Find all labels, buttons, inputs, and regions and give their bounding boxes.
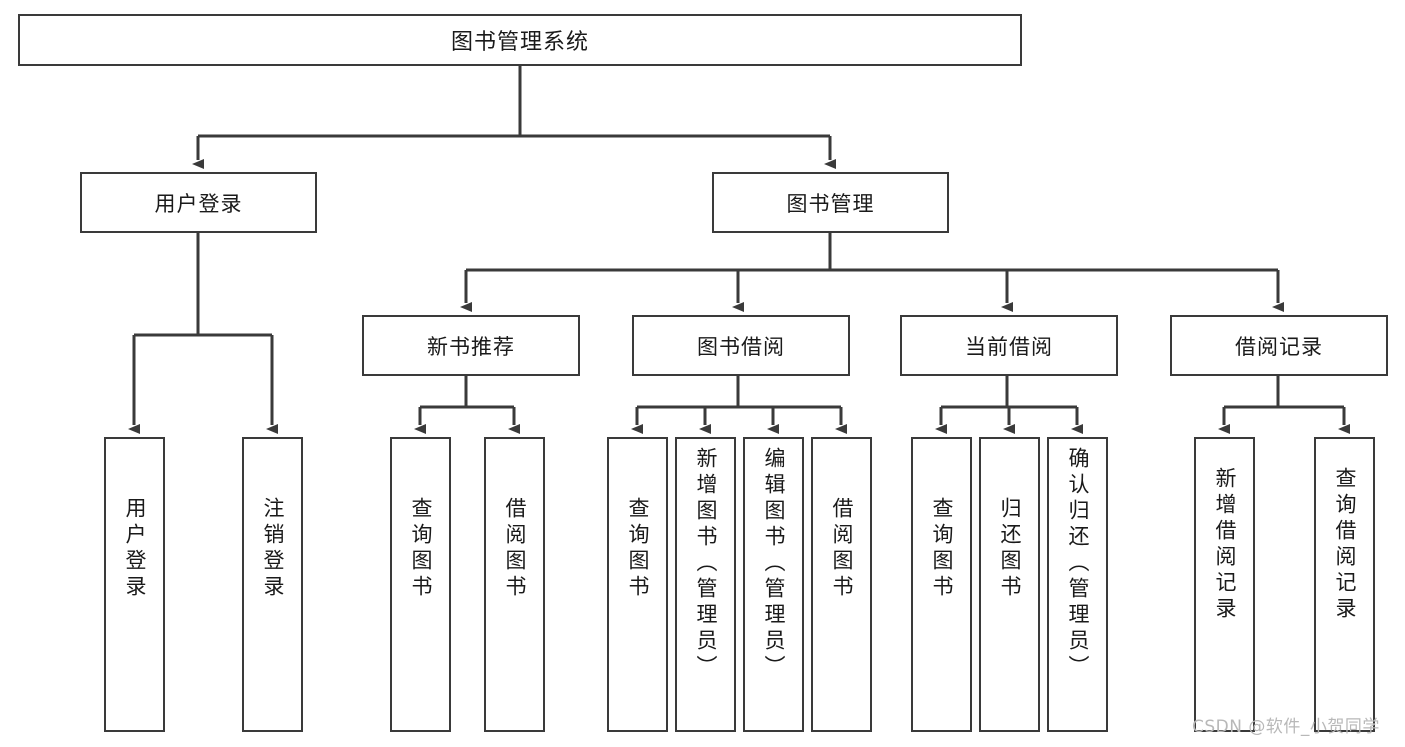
leaf-book-borrow-add[interactable]: 新增图书（管理员） [675,437,736,732]
node-label: 查询图书 [930,497,954,601]
leaf-book-borrow-edit[interactable]: 编辑图书（管理员） [743,437,804,732]
node-label: 查询借阅记录 [1333,467,1357,623]
node-label: 新增借阅记录 [1213,467,1237,623]
node-label: 新书推荐 [427,334,515,359]
leaf-current-borrow-return[interactable]: 归还图书 [979,437,1040,732]
leaf-new-book-borrow[interactable]: 借阅图书 [484,437,545,732]
leaf-book-borrow-borrow[interactable]: 借阅图书 [811,437,872,732]
node-label: 图书管理 [786,191,875,216]
node-label: 图书借阅 [697,334,785,359]
node-current-borrow[interactable]: 当前借阅 [900,315,1118,376]
node-label: 查询图书 [409,497,433,601]
node-user-login[interactable]: 用户登录 [80,172,317,233]
node-root-book-management-system[interactable]: 图书管理系统 [18,14,1022,66]
leaf-current-borrow-confirm[interactable]: 确认归还（管理员） [1047,437,1108,732]
node-label: 用户登录 [154,191,243,216]
node-label: 借阅图书 [830,497,854,601]
node-book-management[interactable]: 图书管理 [712,172,949,233]
node-label: 查询图书 [626,497,650,601]
leaf-user-login-signout[interactable]: 注销登录 [242,437,303,732]
node-label: 归还图书 [998,497,1022,601]
leaf-new-book-query[interactable]: 查询图书 [390,437,451,732]
node-label: 借阅图书 [503,497,527,601]
node-label: 用户登录 [123,497,147,601]
node-borrow-record[interactable]: 借阅记录 [1170,315,1388,376]
node-label: 新增图书（管理员） [694,447,718,681]
node-label: 确认归还（管理员） [1066,447,1090,681]
node-new-book-recommend[interactable]: 新书推荐 [362,315,580,376]
watermark-csdn: CSDN @软件_小贺同学 [1192,717,1380,737]
leaf-current-borrow-query[interactable]: 查询图书 [911,437,972,732]
leaf-borrow-record-add[interactable]: 新增借阅记录 [1194,437,1255,732]
leaf-book-borrow-query[interactable]: 查询图书 [607,437,668,732]
node-label: 当前借阅 [965,334,1053,359]
node-label: 注销登录 [261,497,285,601]
node-label: 借阅记录 [1235,334,1323,359]
node-label: 编辑图书（管理员） [762,447,786,681]
leaf-borrow-record-query[interactable]: 查询借阅记录 [1314,437,1375,732]
node-book-borrow[interactable]: 图书借阅 [632,315,850,376]
leaf-user-login-signin[interactable]: 用户登录 [104,437,165,732]
node-label: 图书管理系统 [450,30,589,55]
